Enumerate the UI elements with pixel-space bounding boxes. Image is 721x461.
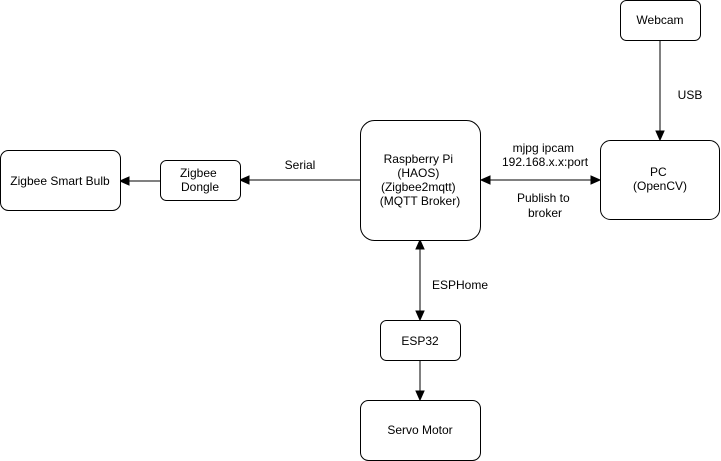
node-label-line: Servo Motor [387, 423, 452, 437]
node-label-line: Zigbee [180, 166, 217, 180]
node-label-line: Webcam [636, 13, 683, 27]
arrow-head [415, 390, 425, 402]
node-zigbee-dongle: Zigbee Dongle [160, 160, 241, 201]
node-esp32-label: ESP32 [401, 334, 439, 348]
node-label-line: ESP32 [401, 334, 439, 348]
node-pc-label: PC (OpenCV) [633, 165, 687, 193]
edge-label-esphome: ESPHome [427, 276, 491, 292]
arrow-head [415, 238, 425, 250]
edge-label-usb-text: USB [678, 88, 703, 102]
edge-label-mjpg-ipcam: mjpg ipcam 192.168.x.x:port [502, 141, 589, 169]
arrow-head [590, 175, 602, 185]
edge-label-publish-to-broker: Publish to broker [517, 191, 573, 220]
node-zigbee-smart-bulb: Zigbee Smart Bulb [0, 150, 121, 211]
edge-raspberry-pi-esp32 [415, 238, 425, 322]
node-pc: PC (OpenCV) [600, 140, 720, 220]
node-raspberry-pi: Raspberry Pi (HAOS) (Zigbee2mqtt) (MQTT … [360, 120, 481, 241]
node-label-line: (OpenCV) [633, 179, 687, 193]
edge-label-line: Publish to [517, 191, 570, 205]
node-webcam-label: Webcam [636, 13, 683, 27]
edge-label-esphome-text: ESPHome [432, 278, 488, 292]
edge-raspberry-pi-pc [479, 175, 602, 185]
node-label-line: (HAOS) [397, 166, 439, 180]
node-label-line: Dongle [181, 180, 219, 194]
edge-label-serial: Serial [285, 158, 316, 172]
arrow-head [118, 176, 130, 186]
node-zigbee-smart-bulb-label: Zigbee Smart Bulb [10, 174, 110, 188]
node-servo-motor-label: Servo Motor [387, 423, 452, 437]
edge-label-line: USB [678, 88, 703, 102]
edge-label-line: ESPHome [432, 278, 488, 292]
node-label-line: (Zigbee2mqtt) [381, 180, 456, 194]
node-label-line: (MQTT Broker) [380, 194, 460, 208]
edge-webcam-to-pc [655, 40, 665, 142]
node-label-line: PC [650, 165, 667, 179]
edge-esp32-to-servo [415, 360, 425, 402]
edge-raspberry-pi-to-dongle [238, 175, 360, 185]
edge-label-mjpg-ipcam-text: mjpg ipcam 192.168.x.x:port [502, 141, 589, 169]
edge-label-serial-text: Serial [285, 158, 316, 172]
node-zigbee-dongle-label: Zigbee Dongle [180, 166, 220, 194]
node-webcam: Webcam [620, 0, 701, 41]
node-label-line: Zigbee Smart Bulb [10, 174, 110, 188]
arrow-head [655, 130, 665, 142]
arrow-head [479, 175, 491, 185]
node-raspberry-pi-label: Raspberry Pi (HAOS) (Zigbee2mqtt) (MQTT … [380, 152, 460, 208]
edge-label-line: 192.168.x.x:port [502, 155, 589, 169]
edge-label-line: broker [528, 206, 562, 220]
edge-dongle-to-bulb [118, 176, 160, 186]
edge-label-usb: USB [674, 87, 706, 103]
edge-label-line: Serial [285, 158, 316, 172]
node-esp32: ESP32 [380, 320, 461, 361]
arrow-head [238, 175, 250, 185]
arrow-head [415, 310, 425, 322]
node-servo-motor: Servo Motor [360, 400, 481, 461]
node-label-line: Raspberry Pi [384, 152, 453, 166]
edge-label-publish-to-broker-text: Publish to broker [517, 191, 573, 220]
edge-label-line: mjpg ipcam [513, 141, 574, 155]
